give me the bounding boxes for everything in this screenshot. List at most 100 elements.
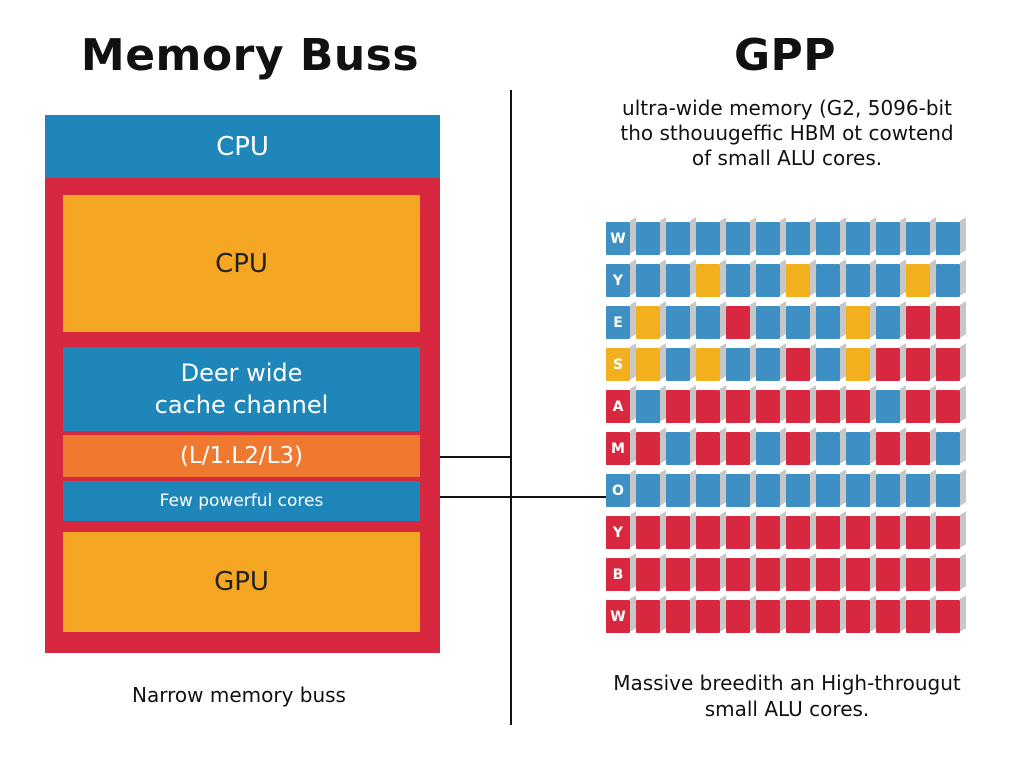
row-letter-label: W bbox=[610, 230, 626, 247]
alu-core-cube bbox=[726, 432, 750, 465]
row-letter-label: E bbox=[613, 314, 623, 331]
center-divider bbox=[510, 90, 512, 725]
alu-core-cube bbox=[876, 222, 900, 255]
alu-core-cube bbox=[726, 516, 750, 549]
alu-core-cube bbox=[696, 306, 720, 339]
alu-core-cube bbox=[636, 558, 660, 591]
alu-core-cube bbox=[666, 558, 690, 591]
alu-core-cube bbox=[876, 516, 900, 549]
alu-core-cube bbox=[936, 516, 960, 549]
alu-core-cube bbox=[606, 348, 630, 381]
row-letter-label: O bbox=[612, 482, 624, 499]
alu-core-cube bbox=[756, 432, 780, 465]
alu-core-cube bbox=[756, 474, 780, 507]
row-letter-label: A bbox=[612, 398, 624, 415]
cpu-block: CPU bbox=[63, 195, 420, 332]
alu-core-cube bbox=[696, 474, 720, 507]
alu-core-cube bbox=[726, 558, 750, 591]
alu-core-cube bbox=[846, 516, 870, 549]
connector-line-lower bbox=[440, 496, 620, 498]
cache-channel-block: Deer wide cache channel bbox=[63, 347, 420, 431]
alu-core-cube bbox=[636, 432, 660, 465]
row-letter-label: W bbox=[610, 608, 626, 625]
alu-core-cube bbox=[606, 474, 630, 507]
row-letter-label: Y bbox=[612, 272, 624, 289]
left-caption: Narrow memory buss bbox=[132, 683, 346, 707]
alu-core-cube bbox=[666, 390, 690, 423]
alu-core-cube bbox=[786, 348, 810, 381]
alu-core-cube bbox=[726, 474, 750, 507]
few-cores-bar: Few powerful cores bbox=[63, 481, 420, 521]
alu-core-cube bbox=[756, 390, 780, 423]
row-letter-label: Y bbox=[612, 524, 624, 541]
alu-core-cube bbox=[786, 558, 810, 591]
alu-core-cube bbox=[636, 516, 660, 549]
alu-core-cube bbox=[756, 348, 780, 381]
alu-core-cube bbox=[876, 474, 900, 507]
alu-core-cube bbox=[846, 264, 870, 297]
alu-core-cube bbox=[696, 558, 720, 591]
alu-core-cube bbox=[756, 306, 780, 339]
alu-core-cube bbox=[816, 600, 840, 633]
gpu-block: GPU bbox=[63, 532, 420, 632]
alu-core-cube bbox=[756, 516, 780, 549]
alu-core-cube bbox=[606, 516, 630, 549]
alu-core-cube bbox=[636, 390, 660, 423]
cache-label-line2: cache channel bbox=[154, 391, 329, 419]
alu-core-cube bbox=[606, 222, 630, 255]
alu-core-cube bbox=[846, 474, 870, 507]
alu-core-cube bbox=[876, 348, 900, 381]
gpp-description-line1: ultra-wide memory (G2, 5096-bit bbox=[622, 96, 952, 120]
alu-core-cube bbox=[726, 348, 750, 381]
alu-core-cube bbox=[636, 474, 660, 507]
row-letter-label: B bbox=[612, 566, 624, 583]
alu-core-cube bbox=[726, 390, 750, 423]
alu-core-cube bbox=[906, 432, 930, 465]
alu-core-cube bbox=[786, 516, 810, 549]
alu-core-cube bbox=[936, 558, 960, 591]
alu-core-cube bbox=[846, 348, 870, 381]
alu-core-cube bbox=[726, 222, 750, 255]
alu-core-cube bbox=[936, 222, 960, 255]
alu-core-cube bbox=[666, 264, 690, 297]
alu-core-cube bbox=[906, 474, 930, 507]
alu-core-cube bbox=[906, 348, 930, 381]
memory-buss-title: Memory Buss bbox=[80, 30, 420, 81]
alu-core-cube bbox=[666, 306, 690, 339]
alu-core-cube bbox=[816, 222, 840, 255]
alu-core-cube bbox=[696, 222, 720, 255]
alu-core-cube bbox=[696, 348, 720, 381]
alu-core-cube bbox=[726, 306, 750, 339]
alu-core-cube bbox=[846, 390, 870, 423]
alu-core-cube bbox=[846, 558, 870, 591]
cache-label-line1: Deer wide bbox=[180, 359, 303, 387]
alu-core-cube bbox=[936, 264, 960, 297]
right-caption-line1: Massive breedith an High-througut bbox=[613, 671, 961, 695]
alu-core-cube bbox=[696, 516, 720, 549]
alu-core-cube bbox=[636, 222, 660, 255]
alu-core-cube bbox=[606, 558, 630, 591]
gpp-title: GPP bbox=[733, 30, 837, 81]
alu-core-cube bbox=[876, 432, 900, 465]
alu-core-cube bbox=[816, 264, 840, 297]
alu-core-cube bbox=[936, 432, 960, 465]
alu-core-cube bbox=[936, 306, 960, 339]
alu-core-cube bbox=[696, 600, 720, 633]
alu-core-cube bbox=[936, 600, 960, 633]
alu-core-cube bbox=[786, 222, 810, 255]
alu-core-cube bbox=[786, 600, 810, 633]
alu-core-cube bbox=[876, 600, 900, 633]
alu-core-cube bbox=[876, 306, 900, 339]
alu-core-cube bbox=[816, 474, 840, 507]
alu-core-cube bbox=[846, 222, 870, 255]
alu-core-cube bbox=[906, 558, 930, 591]
alu-core-cube bbox=[756, 264, 780, 297]
alu-core-cube bbox=[786, 474, 810, 507]
alu-core-cube bbox=[846, 600, 870, 633]
alu-core-cube bbox=[756, 558, 780, 591]
alu-core-cube bbox=[906, 264, 930, 297]
alu-core-cube bbox=[846, 432, 870, 465]
alu-core-cube bbox=[666, 222, 690, 255]
alu-core-cube bbox=[936, 348, 960, 381]
row-letter-label: S bbox=[612, 356, 624, 373]
